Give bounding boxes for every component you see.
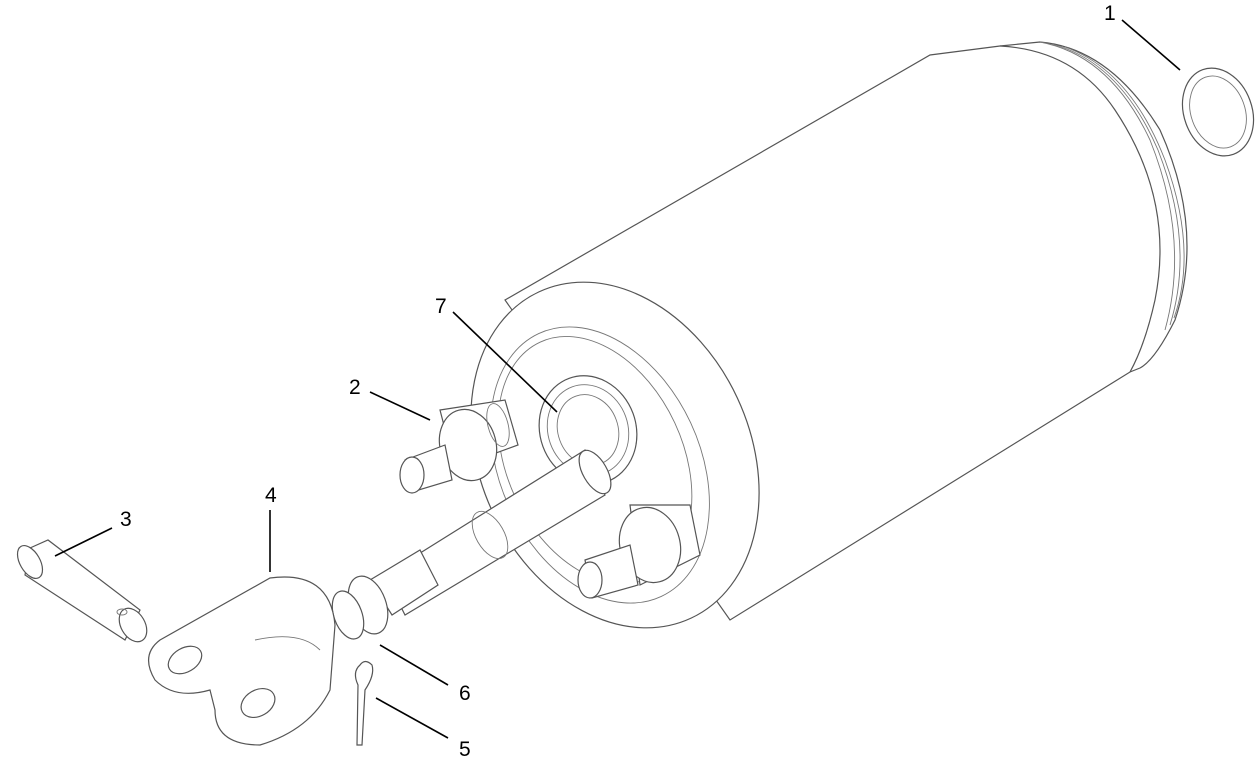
leader-2: [369, 391, 431, 421]
callout-7: 7: [435, 295, 447, 318]
leader-6: [379, 644, 449, 686]
leader-7: [452, 311, 558, 413]
cotter-pin: [354, 660, 374, 746]
leader-1: [1121, 19, 1181, 71]
callout-6: 6: [459, 682, 471, 705]
leader-3: [54, 527, 113, 557]
callout-4: 4: [265, 484, 277, 507]
clevis-pin: [16, 539, 148, 643]
leader-lines: [54, 19, 1181, 739]
leader-5: [375, 697, 449, 739]
o-ring-seal: [1181, 67, 1255, 157]
jam-nut: [331, 549, 439, 640]
callout-2: 2: [349, 376, 361, 399]
callout-5: 5: [459, 738, 471, 761]
cylinder-body: [470, 41, 1188, 629]
stud-nut-lower: [577, 504, 701, 599]
callout-1: 1: [1104, 2, 1116, 25]
stud-nut-upper: [399, 399, 519, 494]
clevis: [148, 576, 336, 746]
callout-3: 3: [120, 508, 132, 531]
callout-labels: 1 2 3 4 5 6 7: [120, 2, 1116, 761]
